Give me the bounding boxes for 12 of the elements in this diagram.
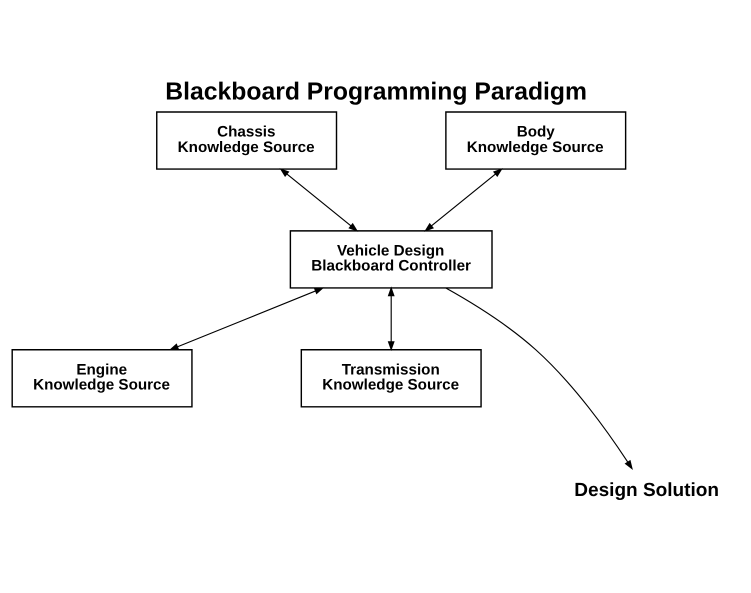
diagram-title: Blackboard Programming Paradigm	[165, 78, 588, 106]
node-box: Body Knowledge Source	[445, 111, 626, 170]
arrow	[424, 168, 503, 232]
arrow	[280, 168, 358, 232]
arrow	[388, 286, 395, 352]
node-box: Vehicle Design Blackboard Controller	[290, 230, 493, 289]
node-box: Engine Knowledge Source	[11, 349, 193, 408]
node-text: Design Solution	[574, 480, 720, 502]
node-box: Transmission Knowledge Source	[300, 349, 482, 408]
node-box: Chassis Knowledge Source	[156, 111, 338, 170]
arrow	[446, 288, 633, 470]
arrow	[168, 287, 324, 350]
